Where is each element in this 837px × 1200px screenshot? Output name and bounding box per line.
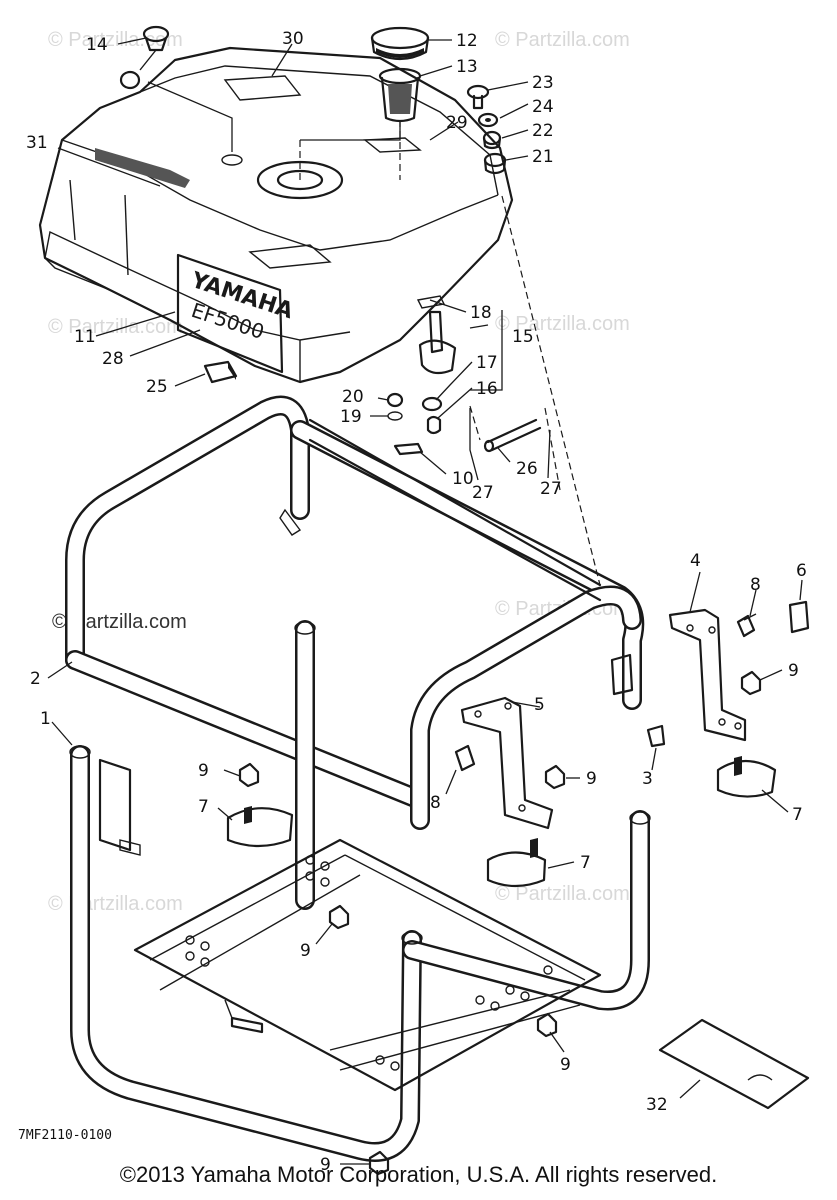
callout-32: 32 [646,1095,668,1115]
plate-6[interactable] [788,600,810,634]
bracket-4[interactable] [668,608,747,742]
grommet-22[interactable] [482,130,502,150]
callout-9: 9 [320,1155,331,1175]
callout-25: 25 [146,377,168,397]
rubber-mount-7[interactable] [716,756,777,798]
watermark-text: © Partzilla.com [48,893,183,915]
callout-28: 28 [102,349,124,369]
callout-19: 19 [340,407,362,427]
callout-16: 16 [476,379,498,399]
callout-18: 18 [470,303,492,323]
damper-25[interactable] [203,360,238,384]
callout-30: 30 [282,29,304,49]
callout-17: 17 [476,353,498,373]
bolt-8[interactable] [454,744,476,772]
callout-9: 9 [198,761,209,781]
fuel-cap[interactable] [370,26,430,61]
collar-21[interactable] [483,152,507,175]
washer-24[interactable] [477,112,499,128]
callout-7: 7 [580,853,591,873]
callout-14: 14 [86,35,108,55]
callout-7: 7 [792,805,803,825]
callout-13: 13 [456,57,478,77]
watermark-text: © Partzilla.com [495,883,630,905]
callout-9: 9 [560,1055,571,1075]
callout-9: 9 [300,941,311,961]
nut-9[interactable] [238,762,260,788]
callout-8: 8 [430,793,441,813]
callout-26: 26 [516,459,538,479]
watermark-text: © Partzilla.com [52,611,187,633]
nut-9[interactable] [544,764,566,790]
watermark-text: © Partzilla.com [48,316,183,338]
leader-lines [47,37,803,1165]
callout-4: 4 [690,551,701,571]
callout-23: 23 [532,73,554,93]
nut-9[interactable] [328,904,350,930]
nut-9[interactable] [536,1012,558,1038]
copyright-notice: ©2013 Yamaha Motor Corporation, U.S.A. A… [119,1162,718,1187]
callout-10: 10 [452,469,474,489]
cover-32[interactable] [658,1018,810,1110]
fuel-gauge[interactable] [119,25,170,90]
callout-27: 27 [472,483,494,503]
callout-8: 8 [750,575,761,595]
nut-9[interactable] [740,670,762,696]
callout-9: 9 [586,769,597,789]
callout-6: 6 [796,561,807,581]
callout-5: 5 [534,695,545,715]
callout-27: 27 [540,479,562,499]
callout-31: 31 [26,133,48,153]
bracket-10[interactable] [393,442,424,456]
screw-20[interactable] [386,392,404,421]
callout-9: 9 [788,661,799,681]
callout-12: 12 [456,31,478,51]
callout-2: 2 [30,669,41,689]
assembly-guides [299,120,601,586]
drawing-code: 7MF2110-0100 [18,1128,112,1143]
watermark-text: © Partzilla.com [495,313,630,335]
callout-21: 21 [532,147,554,167]
callout-24: 24 [532,97,554,117]
callout-22: 22 [532,121,554,141]
frame-assembly[interactable] [65,395,651,1162]
rubber-mount-7[interactable] [486,838,547,888]
rubber-mount-7[interactable] [226,806,294,848]
callouts: 14 30 12 13 23 24 22 21 29 31 11 28 25 1… [26,29,807,1175]
callout-20: 20 [342,387,364,407]
callout-11: 11 [74,327,96,347]
nut-9[interactable] [368,1150,390,1176]
callout-29: 29 [446,113,468,133]
fuel-hose[interactable] [483,418,542,453]
bracket-5[interactable] [460,696,554,830]
bolt-3[interactable] [646,724,666,748]
callout-7: 7 [198,797,209,817]
rail-holes [185,855,553,1071]
callout-15: 15 [512,327,534,347]
callout-1: 1 [40,709,51,729]
bolt-23[interactable] [466,84,490,110]
watermark-text: © Partzilla.com [495,29,630,51]
bolt-8[interactable] [736,613,757,638]
callout-3: 3 [642,769,653,789]
